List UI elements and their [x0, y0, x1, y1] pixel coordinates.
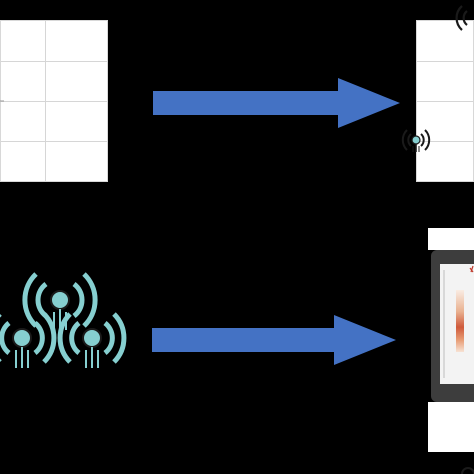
sensor-cluster [0, 272, 127, 368]
arrow-right-icon [152, 315, 396, 365]
grid-line-horizontal [1, 101, 107, 102]
heatmap-tick-mark [469, 265, 474, 273]
top-left-grid-panel [0, 20, 108, 182]
monitor-frame-top [428, 228, 474, 250]
grid-line-horizontal [417, 141, 473, 142]
arrow-right-icon [153, 78, 400, 128]
sensor-icon [455, 5, 468, 31]
sensor-icon [22, 272, 98, 330]
sensor-icon [57, 312, 127, 368]
grid-line-horizontal [417, 101, 473, 102]
partial-icon [461, 467, 474, 474]
sensor-icon [0, 312, 57, 368]
monitor-frame-bottom [428, 402, 474, 452]
grid-line-horizontal [417, 61, 473, 62]
heatmap-bar [456, 290, 464, 352]
top-right-grid-panel [416, 20, 474, 182]
sensor-icon [401, 129, 431, 152]
grid-line-horizontal [1, 141, 107, 142]
grid-line-horizontal [1, 61, 107, 62]
